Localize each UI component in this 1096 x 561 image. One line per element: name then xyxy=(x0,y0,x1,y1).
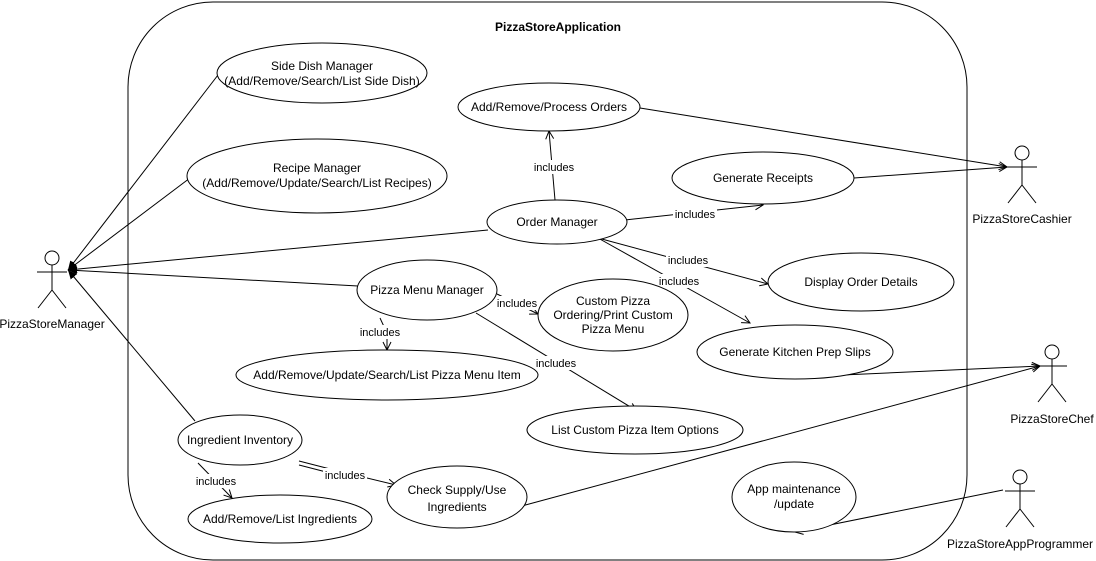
actor-pizza-store-manager[interactable]: PizzaStoreManager xyxy=(0,250,105,331)
system-title: PizzaStoreApplication xyxy=(495,20,621,34)
assoc-receipts-cashier xyxy=(853,167,1007,179)
svg-text:List Custom Pizza Item Options: List Custom Pizza Item Options xyxy=(551,423,718,437)
assoc-side-dish-manager xyxy=(67,74,219,271)
actor-label: PizzaStoreCashier xyxy=(972,212,1071,226)
assoc-pizza-menu-manager xyxy=(67,266,359,287)
assoc-recipe-manager xyxy=(67,177,191,271)
use-case-recipe-manager[interactable]: Recipe Manager(Add/Remove/Update/Search/… xyxy=(186,138,448,214)
actor-head-icon xyxy=(44,250,60,266)
label-includes-menu-item: includes xyxy=(360,327,401,339)
use-case-side-dish-manager[interactable]: Side Dish Manager(Add/Remove/Search/List… xyxy=(216,42,428,104)
svg-text:App maintenance/update: App maintenance/update xyxy=(747,482,841,511)
use-case-ingredients-list[interactable]: Add/Remove/List Ingredients xyxy=(187,494,373,544)
label-includes-process-orders: includes xyxy=(534,162,575,174)
actor-head-icon xyxy=(1044,344,1060,360)
assoc-order-manager xyxy=(67,229,489,274)
svg-text:Add/Remove/Update/Search/List: Add/Remove/Update/Search/List Pizza Menu… xyxy=(253,368,520,382)
actor-pizza-store-chef[interactable]: PizzaStoreChef xyxy=(1010,344,1094,426)
use-case-order-manager[interactable]: Order Manager xyxy=(486,199,628,245)
use-case-ingredient-inventory[interactable]: Ingredient Inventory xyxy=(177,414,303,466)
actor-pizza-store-app-programmer[interactable]: PizzaStoreAppProgrammer xyxy=(947,469,1093,551)
svg-text:Recipe Manager(Add/Remove/Upda: Recipe Manager(Add/Remove/Update/Search/… xyxy=(202,161,431,190)
svg-text:Add/Remove/Process Orders: Add/Remove/Process Orders xyxy=(471,100,627,114)
assoc-process-orders-cashier xyxy=(639,107,1007,167)
use-case-kitchen-prep-slips[interactable]: Generate Kitchen Prep Slips xyxy=(696,324,894,380)
assoc-kitchen-slips-chef xyxy=(819,366,1040,377)
svg-text:Side Dish Manager(Add/Remove/S: Side Dish Manager(Add/Remove/Search/List… xyxy=(224,59,419,88)
svg-text:Generate Receipts: Generate Receipts xyxy=(713,171,813,185)
label-includes-custom-options: includes xyxy=(536,358,577,370)
actor-head-icon xyxy=(1012,469,1028,485)
use-case-display-order-details[interactable]: Display Order Details xyxy=(767,252,955,312)
label-includes-kitchen-slips: includes xyxy=(659,276,700,288)
assoc-ingredient-inventory xyxy=(67,269,196,422)
svg-text:Order Manager: Order Manager xyxy=(516,215,597,229)
label-includes-check-supply: includes xyxy=(325,470,366,482)
use-case-app-maintenance[interactable]: App maintenance/update xyxy=(731,461,857,533)
label-includes-custom-pizza: includes xyxy=(497,298,538,310)
use-case-menu-item[interactable]: Add/Remove/Update/Search/List Pizza Menu… xyxy=(235,349,539,401)
use-case-pizza-menu-manager[interactable]: Pizza Menu Manager xyxy=(356,259,498,321)
label-includes-ingredients-list: includes xyxy=(196,476,237,488)
svg-text:Pizza Menu Manager: Pizza Menu Manager xyxy=(370,283,483,297)
actor-label: PizzaStoreChef xyxy=(1010,412,1094,426)
use-case-custom-options[interactable]: List Custom Pizza Item Options xyxy=(526,405,744,455)
actor-label: PizzaStoreAppProgrammer xyxy=(947,537,1093,551)
actor-label: PizzaStoreManager xyxy=(0,317,105,331)
include-labels: includes includes includes includes incl… xyxy=(194,160,717,488)
svg-text:Generate Kitchen Prep Slips: Generate Kitchen Prep Slips xyxy=(719,345,870,359)
svg-text:Add/Remove/List Ingredients: Add/Remove/List Ingredients xyxy=(203,512,357,526)
svg-text:Ingredient Inventory: Ingredient Inventory xyxy=(187,433,293,447)
use-case-process-orders[interactable]: Add/Remove/Process Orders xyxy=(457,82,641,132)
actor-pizza-store-cashier[interactable]: PizzaStoreCashier xyxy=(972,145,1072,226)
assoc-check-supply-chef xyxy=(517,366,1040,508)
label-includes-receipts: includes xyxy=(675,209,716,221)
svg-text:Display Order Details: Display Order Details xyxy=(804,275,917,289)
use-case-generate-receipts[interactable]: Generate Receipts xyxy=(671,151,855,205)
label-includes-display-order: includes xyxy=(668,255,709,267)
actor-head-icon xyxy=(1014,145,1030,161)
